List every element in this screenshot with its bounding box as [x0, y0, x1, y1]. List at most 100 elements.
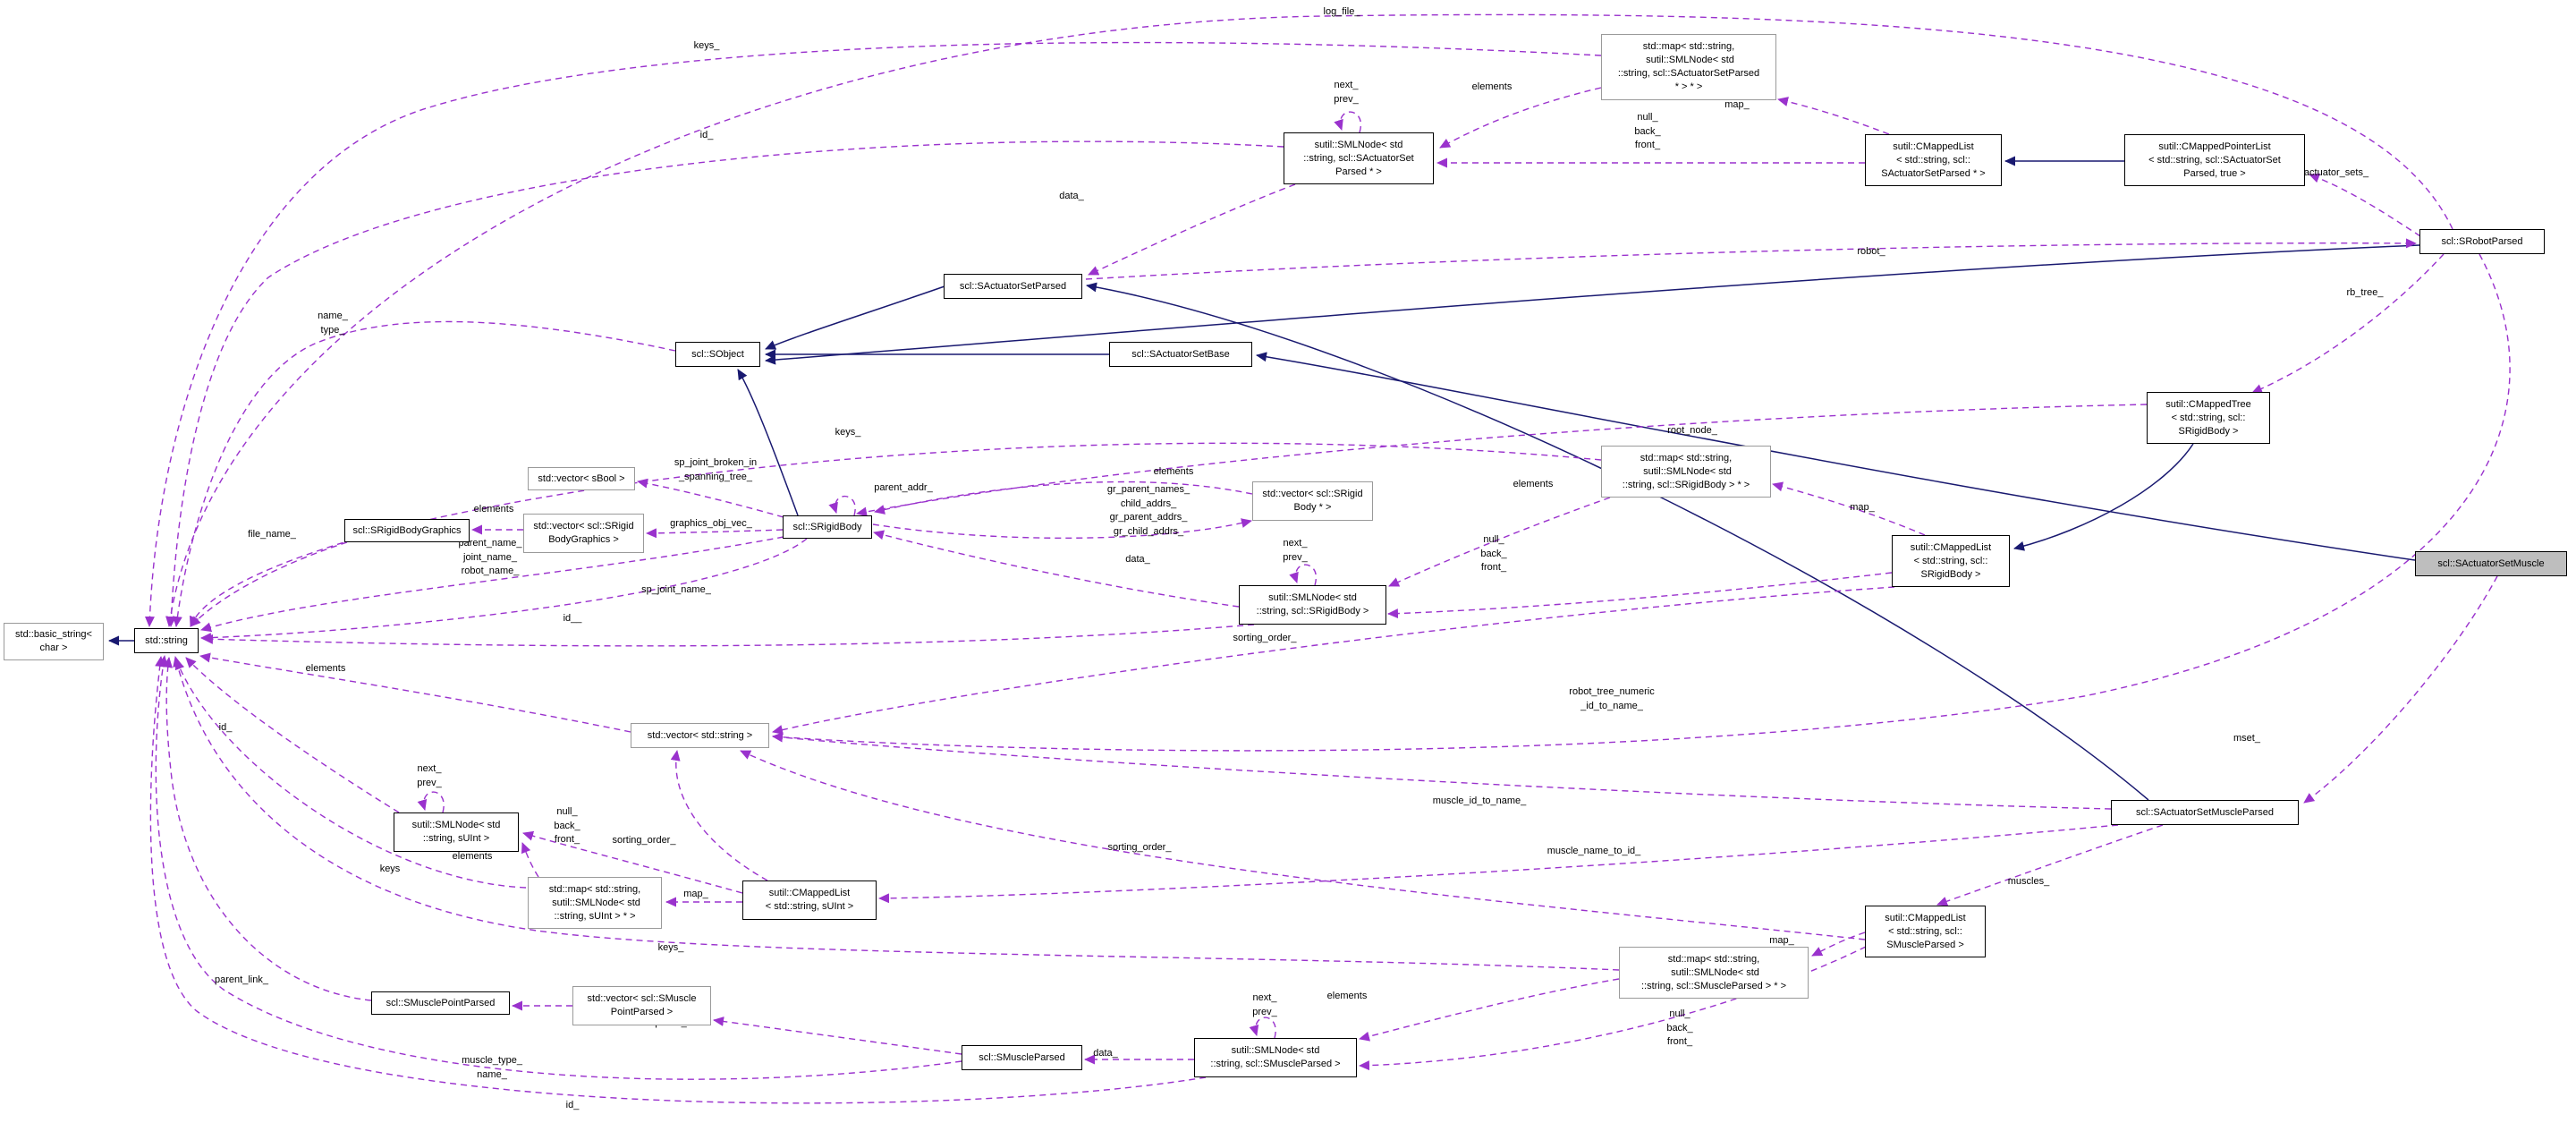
- edge-id-asp: [165, 140, 1284, 627]
- node-cmappedtree-srigidbody[interactable]: sutil::CMappedTree < std::string, scl:: …: [2147, 392, 2270, 444]
- node-map-sactuatorsetparsed: std::map< std::string, sutil::SMLNode< s…: [1601, 34, 1776, 100]
- edge-label-elements-map-rb: elements: [1513, 479, 1554, 489]
- edge-graphics-obj-vec: [646, 528, 784, 539]
- node-smlnode-srigidbody[interactable]: sutil::SMLNode< std ::string, scl::SRigi…: [1239, 585, 1386, 625]
- edge-label-nullbf-muscle: null_ back_ front_: [1666, 1008, 1693, 1047]
- node-cmappedlist-srigidbody[interactable]: sutil::CMappedList < std::string, scl:: …: [1892, 535, 2010, 587]
- edge-nullbf-uint: [522, 830, 743, 894]
- node-vector-string: std::vector< std::string >: [631, 723, 769, 748]
- edge-label-map-uint: map_: [683, 889, 708, 899]
- node-smusclepointparsed[interactable]: scl::SMusclePointParsed: [371, 991, 510, 1015]
- edge-robot: [1085, 238, 2417, 280]
- edge-label-id-muscle: id_: [565, 1100, 580, 1110]
- edge-label-sp-joint-broken: sp_joint_broken_in _spanning_tree_: [674, 457, 758, 482]
- node-sactuatorsetmuscle: scl::SActuatorSetMuscle: [2415, 551, 2567, 576]
- edge-keys-top: [144, 41, 1602, 627]
- edge-label-nextprev-rb: next_ prev_: [1283, 538, 1308, 563]
- node-map-suint: std::map< std::string, sutil::SMLNode< s…: [528, 877, 662, 929]
- node-sactuatorsetmuscleparsed[interactable]: scl::SActuatorSetMuscleParsed: [2111, 800, 2299, 825]
- edge-label-parent-joint-robot-name: parent_name_ joint_name_ robot_name_: [458, 538, 522, 576]
- edge-muscle-id-to-name: [772, 732, 2112, 810]
- edge-selfloop-srigidbody: [828, 495, 856, 516]
- edge-elements-vec-str: [199, 652, 631, 733]
- edge-label-elements-map-uint: elements: [452, 851, 493, 862]
- edge-label-map-muscle: map_: [1769, 935, 1794, 946]
- node-srigidbodygraphics[interactable]: scl::SRigidBodyGraphics: [344, 519, 470, 542]
- edge-label-file-name: file_name_: [248, 529, 296, 540]
- edge-rb-tree: [2251, 253, 2445, 394]
- edge-gr-addrs: [872, 518, 1252, 540]
- edge-selfloop-smlnode-rb: [1289, 564, 1318, 586]
- edge-label-nextprev-asp: next_ prev_: [1334, 80, 1359, 105]
- edge-root-node: [856, 404, 2148, 517]
- node-map-srigidbody: std::map< std::string, sutil::SMLNode< s…: [1601, 446, 1771, 498]
- edge-label-map-rb: map_: [1850, 502, 1875, 513]
- edge-label-id-rb: id__: [563, 613, 582, 624]
- edge-label-parent-link: parent_link_: [215, 974, 268, 985]
- edge-elements-map-muscle: [1359, 978, 1620, 1042]
- edge-selfloop-smlnode-muscle: [1249, 1017, 1276, 1039]
- inherit-sactuatorsetmuscle-sactuatorsetbase: [1256, 352, 2416, 561]
- edge-sp-joint-broken: [637, 478, 784, 518]
- edge-file-name: [190, 541, 348, 627]
- edge-label-nullbf-uint: null_ back_ front_: [554, 806, 580, 845]
- edge-id-muscle: [149, 656, 1207, 1104]
- edge-label-root-node: root_node_: [1667, 425, 1717, 436]
- edge-label-sorting-order-muscle: sorting_order_: [1107, 842, 1172, 853]
- edge-sorting-order-uint: [670, 750, 768, 881]
- edge-muscles: [1936, 824, 2164, 906]
- node-vector-smusclepointparsed: std::vector< scl::SMuscle PointParsed >: [572, 986, 711, 1025]
- inherit-cmappedtree-cmappedlist: [2013, 443, 2194, 551]
- edge-elements-map-rb: [1388, 497, 1611, 587]
- edge-label-robot: robot_: [1857, 246, 1885, 257]
- edge-label-graphics-obj-vec: graphics_obj_vec_: [670, 518, 752, 529]
- edge-label-elements-vec-str: elements: [305, 663, 346, 674]
- edge-label-actuator-sets: actuator_sets_: [2303, 167, 2369, 178]
- node-smlnode-suint[interactable]: sutil::SMLNode< std ::string, sUInt >: [394, 812, 519, 852]
- edge-log-file: [165, 13, 2453, 627]
- edge-nullbf-rb: [1387, 572, 1893, 619]
- edge-label-robot-tree-numeric: robot_tree_numeric _id_to_name_: [1569, 686, 1655, 711]
- edge-keys-uint: [174, 659, 527, 889]
- edge-label-map-asp: map_: [1724, 99, 1750, 110]
- edge-label-keys-muscle: keys_: [657, 942, 684, 953]
- node-cmappedpointerlist[interactable]: sutil::CMappedPointerList < std::string,…: [2124, 134, 2305, 186]
- edge-label-nullbf-asp: null_ back_ front_: [1634, 112, 1661, 150]
- node-cmappedlist-smuscleparsed[interactable]: sutil::CMappedList < std::string, scl:: …: [1865, 906, 1986, 957]
- inherit-sactuatorsetparsed-sobject: [765, 285, 945, 350]
- node-cmappedlist-sactuatorsetparsed[interactable]: sutil::CMappedList < std::string, scl:: …: [1865, 134, 2002, 186]
- node-cmappedlist-suint[interactable]: sutil::CMappedList < std::string, sUInt …: [742, 881, 877, 920]
- edge-label-sorting-order-uint: sorting_order_: [612, 835, 676, 846]
- edge-label-id-asp: id_: [699, 130, 714, 140]
- edge-parent-joint-robot-name: [200, 536, 784, 633]
- edge-data-rb: [873, 530, 1240, 608]
- node-srobotparsed[interactable]: scl::SRobotParsed: [2419, 229, 2545, 254]
- edge-label-elements-map-muscle: elements: [1326, 991, 1368, 1001]
- node-sactuatorsetparsed[interactable]: scl::SActuatorSetParsed: [944, 274, 1082, 299]
- edge-actuator-sets: [2309, 173, 2421, 237]
- edge-data-asp: [1088, 183, 1296, 276]
- node-std-string[interactable]: std::string: [134, 628, 199, 653]
- inherit-srobotparsed-sobject: [765, 244, 2420, 365]
- node-std-basic-string: std::basic_string< char >: [4, 623, 104, 660]
- edge-muscle-type-name: [155, 655, 962, 1080]
- edge-elements-map-uint: [521, 842, 539, 878]
- node-smuscleparsed[interactable]: scl::SMuscleParsed: [962, 1045, 1082, 1070]
- node-smlnode-sactuatorsetparsed[interactable]: sutil::SMLNode< std ::string, scl::SActu…: [1284, 132, 1434, 184]
- edge-label-muscle-id-to-name: muscle_id_to_name_: [1432, 795, 1527, 806]
- node-sactuatorsetbase[interactable]: scl::SActuatorSetBase: [1109, 342, 1252, 367]
- edge-label-data-muscle: data_: [1093, 1048, 1118, 1059]
- edge-label-nextprev-uint: next_ prev_: [417, 763, 442, 788]
- edge-label-parent-addr: parent_addr_: [874, 482, 933, 493]
- node-sobject[interactable]: scl::SObject: [675, 342, 760, 367]
- edge-label-data-asp: data_: [1059, 191, 1084, 201]
- edge-map-rb: [1772, 481, 1926, 536]
- node-srigidbody[interactable]: scl::SRigidBody: [783, 515, 872, 539]
- node-smlnode-smuscleparsed[interactable]: sutil::SMLNode< std ::string, scl::SMusc…: [1194, 1038, 1357, 1077]
- edge-label-id-uint: id_: [218, 722, 233, 733]
- edge-label-gr-addrs: gr_parent_names_ child_addrs_ gr_parent_…: [1106, 484, 1191, 537]
- edge-selfloop-smlnode-uint: [417, 791, 445, 813]
- edge-parent-link: [163, 657, 372, 1001]
- edge-label-sp-joint-name: sp_joint_name_: [641, 584, 711, 595]
- edge-keys-muscle: [173, 656, 1620, 971]
